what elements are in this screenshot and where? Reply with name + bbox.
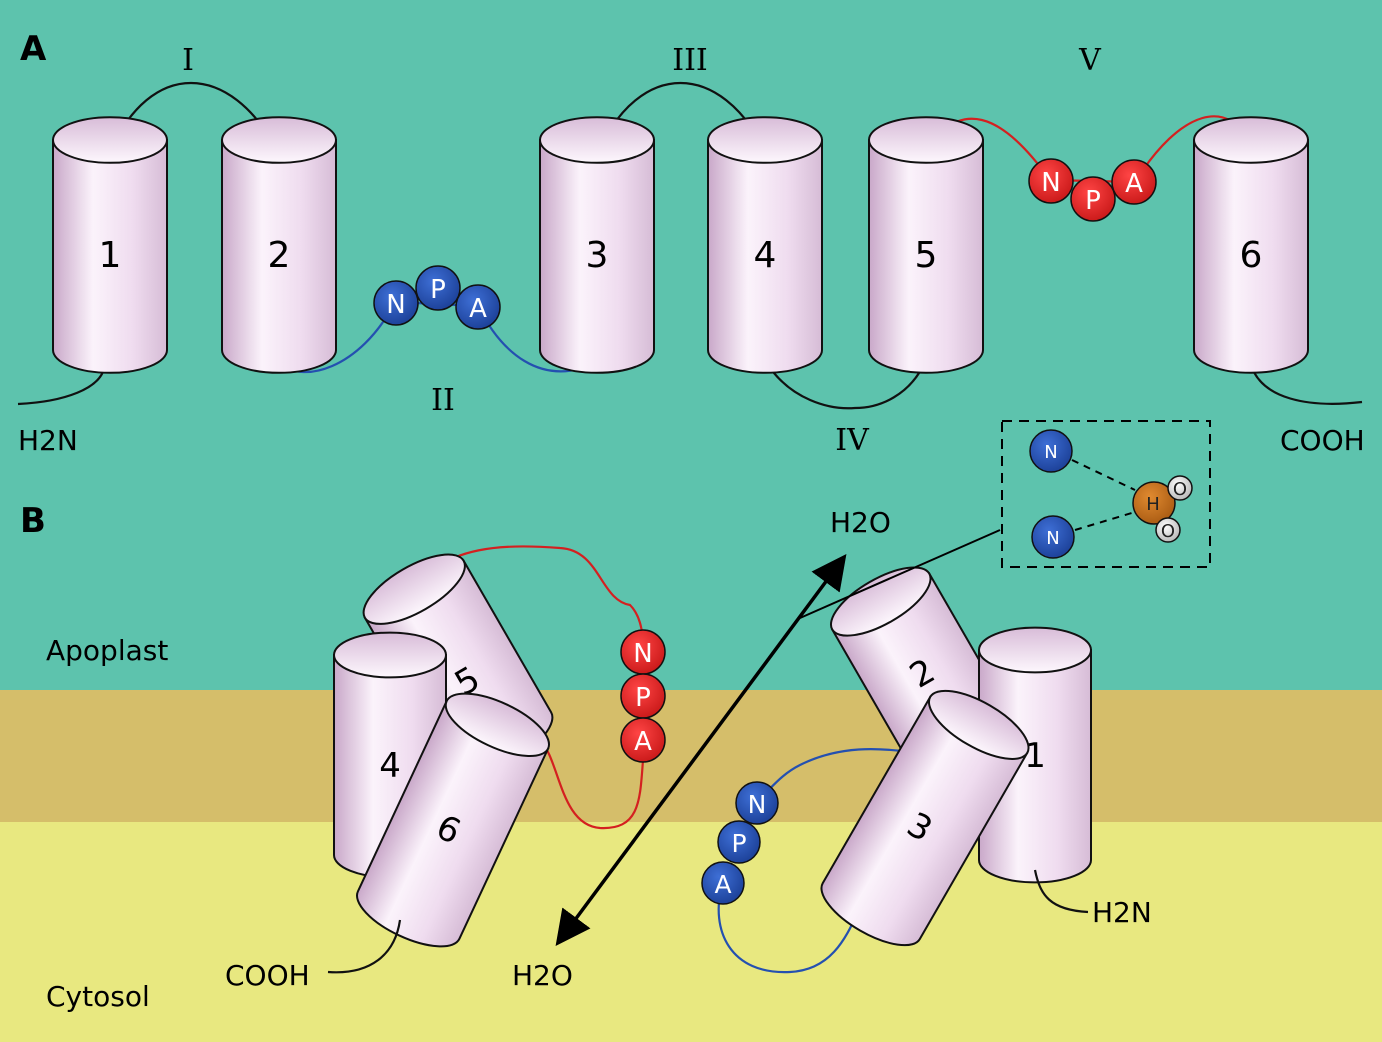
inset-n-label-1: N [1044, 442, 1057, 463]
loop-label-V: V [1078, 43, 1102, 78]
npa-a-label: A [1125, 169, 1143, 199]
panel-b-label: B [20, 501, 46, 541]
helix-number-label: 3 [586, 235, 609, 276]
npa-water-inset: N N H O O [1001, 420, 1211, 568]
hbond-1 [1071, 459, 1136, 491]
helix-number-label: 4 [754, 235, 777, 276]
helix-body [707, 139, 823, 374]
helix-b-3: 3 [820, 689, 1030, 947]
helices-a: 1 2 3 4 5 6 [52, 116, 1309, 374]
alanine-a-ball [455, 284, 501, 330]
apoplast-label: Apoplast [46, 634, 168, 667]
n-terminus-label-a: H2N [18, 424, 78, 457]
helix-a-3: 3 [539, 116, 655, 374]
npa-a-label: A [714, 870, 731, 899]
apoplast-region [0, 0, 1382, 690]
helix-body [539, 139, 655, 374]
panel-a-label: A [20, 29, 47, 69]
panel-a: A 1 2 3 4 5 6 N P A N P A I II [17, 29, 1365, 458]
helix-number-label: 4 [379, 746, 401, 786]
loop-label-III: III [672, 43, 708, 78]
asparagine-n-ball [373, 280, 419, 326]
asparagine-n-ball [1028, 158, 1074, 204]
helix-top [978, 626, 1092, 674]
helix-body [52, 139, 168, 374]
helix-top [333, 631, 447, 679]
npa-n-label: N [1041, 168, 1060, 198]
npa-motif-red-a: N P A [1028, 158, 1157, 222]
helix-top [927, 689, 1030, 760]
loop-label-IV: IV [835, 423, 870, 458]
helix-body [356, 699, 550, 948]
inset-asparagine-1 [1029, 429, 1073, 473]
n-terminus-label-b: H2N [1092, 896, 1152, 929]
helix-b-6: 6 [356, 692, 551, 948]
inset-asparagine-2 [1031, 515, 1075, 559]
proline-p-ball [415, 265, 461, 311]
proline-p-ball [1070, 176, 1116, 222]
helix-a-2: 2 [221, 116, 337, 374]
water-flow-arrow [555, 553, 847, 947]
helix-number-label: 5 [915, 235, 938, 276]
membrane-region [0, 690, 1382, 822]
inset-pointer-line [799, 529, 1001, 619]
npa-a-label: A [634, 727, 652, 757]
helix-a-1: 1 [52, 116, 168, 374]
cytosol-label: Cytosol [46, 980, 150, 1013]
helix-top [52, 116, 168, 164]
helix-number-label: 2 [268, 235, 291, 276]
npa-p-label: P [430, 275, 446, 305]
inset-n-label-2: N [1046, 528, 1059, 549]
npa-n-label: N [633, 639, 652, 669]
water-center-label: H [1146, 494, 1160, 515]
npa-n-label: N [748, 790, 767, 819]
npa-n-label: N [386, 290, 405, 320]
water-label-bottom: H2O [512, 959, 573, 992]
hbond-2 [1074, 511, 1136, 531]
npa-motif-blue-a: N P A [373, 265, 501, 330]
npa-a-label: A [469, 294, 487, 324]
helix-top [221, 116, 337, 164]
c-terminus-tail-b [327, 919, 402, 974]
helix-top [868, 116, 984, 164]
water-label-top: H2O [830, 506, 891, 539]
n-terminus-tail-b [1033, 869, 1089, 914]
loop-IV [765, 361, 927, 410]
npa-p-label: P [635, 683, 651, 713]
helix-number-label: 1 [99, 235, 122, 276]
helix-body [221, 139, 337, 374]
water-atom-2 [1155, 517, 1181, 543]
npa-motif-red-b: N P A [620, 629, 666, 763]
water-molecule-center [1132, 481, 1176, 525]
helix-a-5: 5 [868, 116, 984, 374]
loop-label-I: I [182, 43, 194, 78]
helix-a-6: 6 [1193, 116, 1309, 374]
loop-label-II: II [431, 383, 455, 418]
cytosol-region [0, 822, 1382, 1042]
helix-top [1193, 116, 1309, 164]
water-atom-1 [1167, 475, 1193, 501]
helix-number-label: 1 [1024, 736, 1046, 776]
helix-top [444, 692, 551, 758]
helix-body [868, 139, 984, 374]
npa-p-label: P [731, 829, 746, 858]
npa-p-label: P [1085, 186, 1101, 216]
alanine-a-ball [1111, 159, 1157, 205]
water-atom-label-1: O [1173, 479, 1187, 500]
inset-box [1001, 420, 1211, 568]
water-atom-label-2: O [1161, 521, 1175, 542]
helix-top [539, 116, 655, 164]
helix-a-4: 4 [707, 116, 823, 374]
c-terminus-label-b: COOH [225, 959, 310, 992]
helix-top [362, 553, 466, 625]
helix-body [1193, 139, 1309, 374]
helix-top [707, 116, 823, 164]
c-terminus-label-a: COOH [1280, 424, 1365, 457]
helix-number-label: 6 [1240, 235, 1263, 276]
